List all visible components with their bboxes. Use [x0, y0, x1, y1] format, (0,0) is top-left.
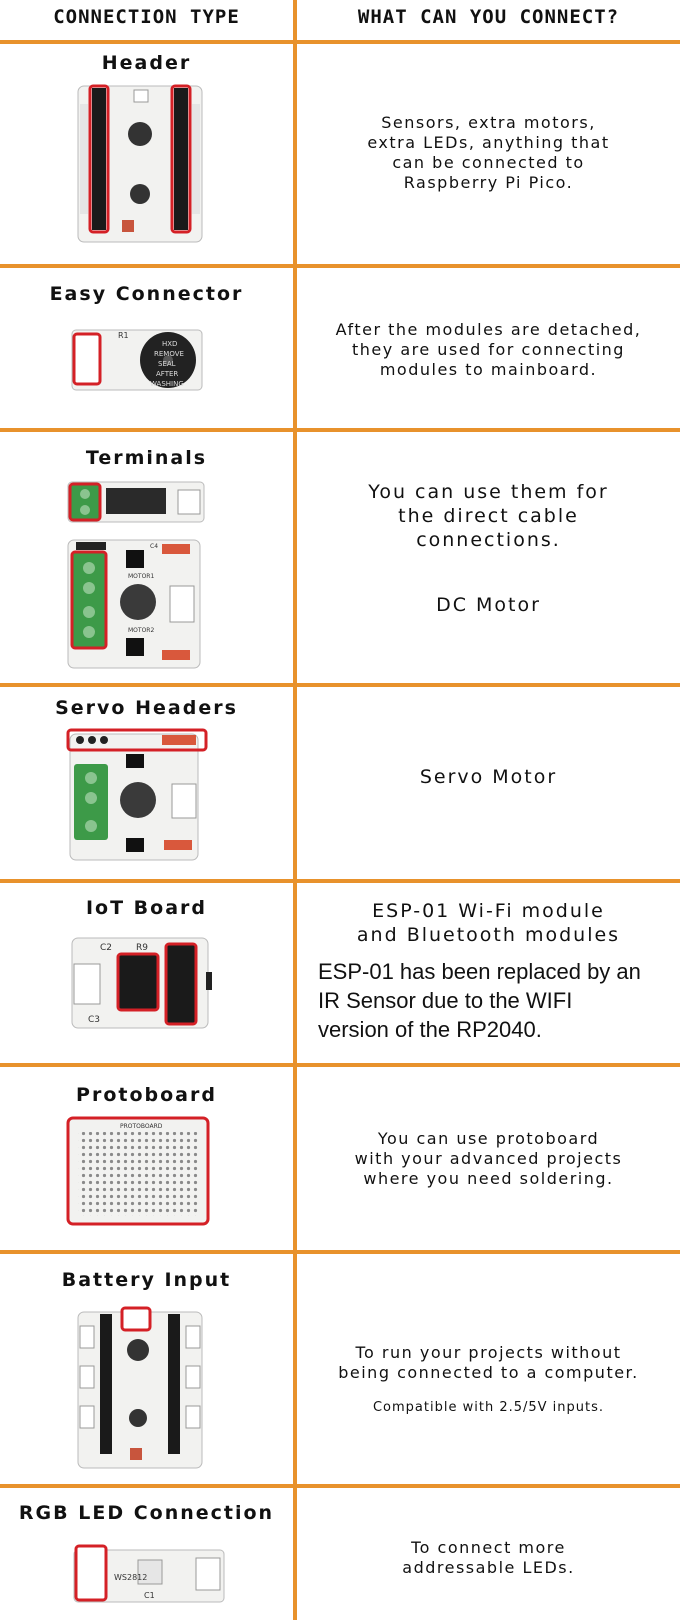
- column-header-connection-type: CONNECTION TYPE: [53, 6, 240, 28]
- row-divider: [0, 1484, 680, 1488]
- row-title-terminals: Terminals: [85, 447, 208, 469]
- board-label: MOTOR1: [128, 573, 154, 580]
- board-label: WASHING: [150, 380, 184, 388]
- board-label: REMOVE: [154, 350, 184, 358]
- board-label: C2: [100, 943, 112, 953]
- desc-line: extra LEDs, anything that: [367, 133, 610, 152]
- row-divider: [0, 1063, 680, 1067]
- board-label: C4: [150, 543, 158, 550]
- row-title-iot-board: IoT Board: [85, 897, 208, 919]
- desc-line: Sensors, extra motors,: [381, 113, 596, 132]
- row-desc-dc-motor: DC Motor: [436, 594, 541, 616]
- battery-input-compatibility: Compatible with 2.5/5V inputs.: [372, 1400, 605, 1415]
- row-title-easy-connector: Easy Connector: [49, 283, 244, 305]
- battery-input-highlight-icon: [76, 1306, 204, 1470]
- rgb-led-module-highlight-icon: WS2812 C1: [72, 1542, 228, 1608]
- row-title-battery-input: Battery Input: [61, 1269, 232, 1291]
- pico-mainboard-headers-highlight-icon: [76, 84, 204, 244]
- desc-line: To connect more: [411, 1538, 566, 1557]
- row-desc-protoboard: You can use protoboard with your advance…: [297, 1129, 680, 1189]
- desc-line: connections.: [416, 529, 561, 551]
- row-title-header: Header: [101, 52, 192, 74]
- row-divider: [0, 683, 680, 687]
- note-line: ESP-01 has been replaced by an: [318, 959, 641, 984]
- desc-line: ESP-01 Wi-Fi module: [372, 900, 605, 922]
- board-label: PROTOBOARD: [120, 1123, 163, 1130]
- desc-line: they are used for connecting: [352, 340, 625, 359]
- iot-board-highlight-icon: C2 R9 C3: [70, 936, 216, 1032]
- desc-line: where you need soldering.: [363, 1169, 614, 1188]
- board-label: AFTER: [156, 370, 178, 378]
- board-label: C3: [88, 1015, 100, 1025]
- board-label: C1: [144, 1591, 155, 1600]
- board-label: WS2812: [114, 1573, 147, 1582]
- row-desc-terminals: You can use them for the direct cable co…: [297, 480, 680, 552]
- board-label: MOTOR2: [128, 627, 154, 634]
- board-label: R1: [118, 331, 129, 340]
- protoboard-highlight-icon: PROTOBOARD: [66, 1116, 212, 1228]
- desc-line: You can use protoboard: [377, 1129, 600, 1148]
- row-divider: [0, 428, 680, 432]
- desc-line: To run your projects without: [355, 1343, 622, 1362]
- desc-line: being connected to a computer.: [338, 1363, 639, 1382]
- desc-line: can be connected to: [392, 153, 585, 172]
- column-divider: [293, 0, 297, 1620]
- note-line: IR Sensor due to the WIFI: [318, 988, 573, 1013]
- desc-line: and Bluetooth modules: [356, 924, 621, 946]
- row-divider: [0, 1250, 680, 1254]
- note-line: version of the RP2040.: [318, 1017, 542, 1042]
- row-divider: [0, 40, 680, 44]
- desc-line: with your advanced projects: [354, 1149, 623, 1168]
- desc-line: addressable LEDs.: [402, 1558, 575, 1577]
- row-title-rgb-led-connection: RGB LED Connection: [18, 1502, 275, 1524]
- row-desc-rgb-led-connection: To connect more addressable LEDs.: [297, 1538, 680, 1578]
- row-desc-battery-input: To run your projects without being conne…: [297, 1343, 680, 1383]
- row-desc-iot-board: ESP-01 Wi-Fi module and Bluetooth module…: [297, 899, 680, 947]
- row-divider: [0, 879, 680, 883]
- desc-line: Raspberry Pi Pico.: [403, 173, 574, 192]
- desc-line: After the modules are detached,: [335, 320, 642, 339]
- row-title-protoboard: Protoboard: [76, 1084, 217, 1106]
- board-label: R9: [136, 943, 148, 953]
- row-title-servo-headers: Servo Headers: [55, 697, 238, 719]
- board-label: HXD: [162, 340, 177, 348]
- row-desc-easy-connector: After the modules are detached, they are…: [297, 320, 680, 380]
- column-header-what-can-you-connect: WHAT CAN YOU CONNECT?: [357, 6, 620, 28]
- board-label: SEAL: [158, 360, 176, 368]
- iot-board-note: ESP-01 has been replaced by an IR Sensor…: [318, 957, 668, 1044]
- desc-line: the direct cable: [398, 505, 579, 527]
- row-divider: [0, 264, 680, 268]
- motor-driver-servo-headers-highlight-icon: [66, 728, 210, 864]
- desc-line: modules to mainboard.: [379, 360, 598, 379]
- motor-driver-terminals-highlight-icon: MOTOR1 MOTOR2 C4: [66, 480, 206, 672]
- row-desc-servo-headers: Servo Motor: [419, 766, 558, 788]
- row-desc-header: Sensors, extra motors, extra LEDs, anyth…: [297, 113, 680, 193]
- buzzer-module-connector-highlight-icon: R1 HXD REMOVE SEAL AFTER WASHING: [70, 326, 210, 396]
- desc-line: You can use them for: [368, 481, 609, 503]
